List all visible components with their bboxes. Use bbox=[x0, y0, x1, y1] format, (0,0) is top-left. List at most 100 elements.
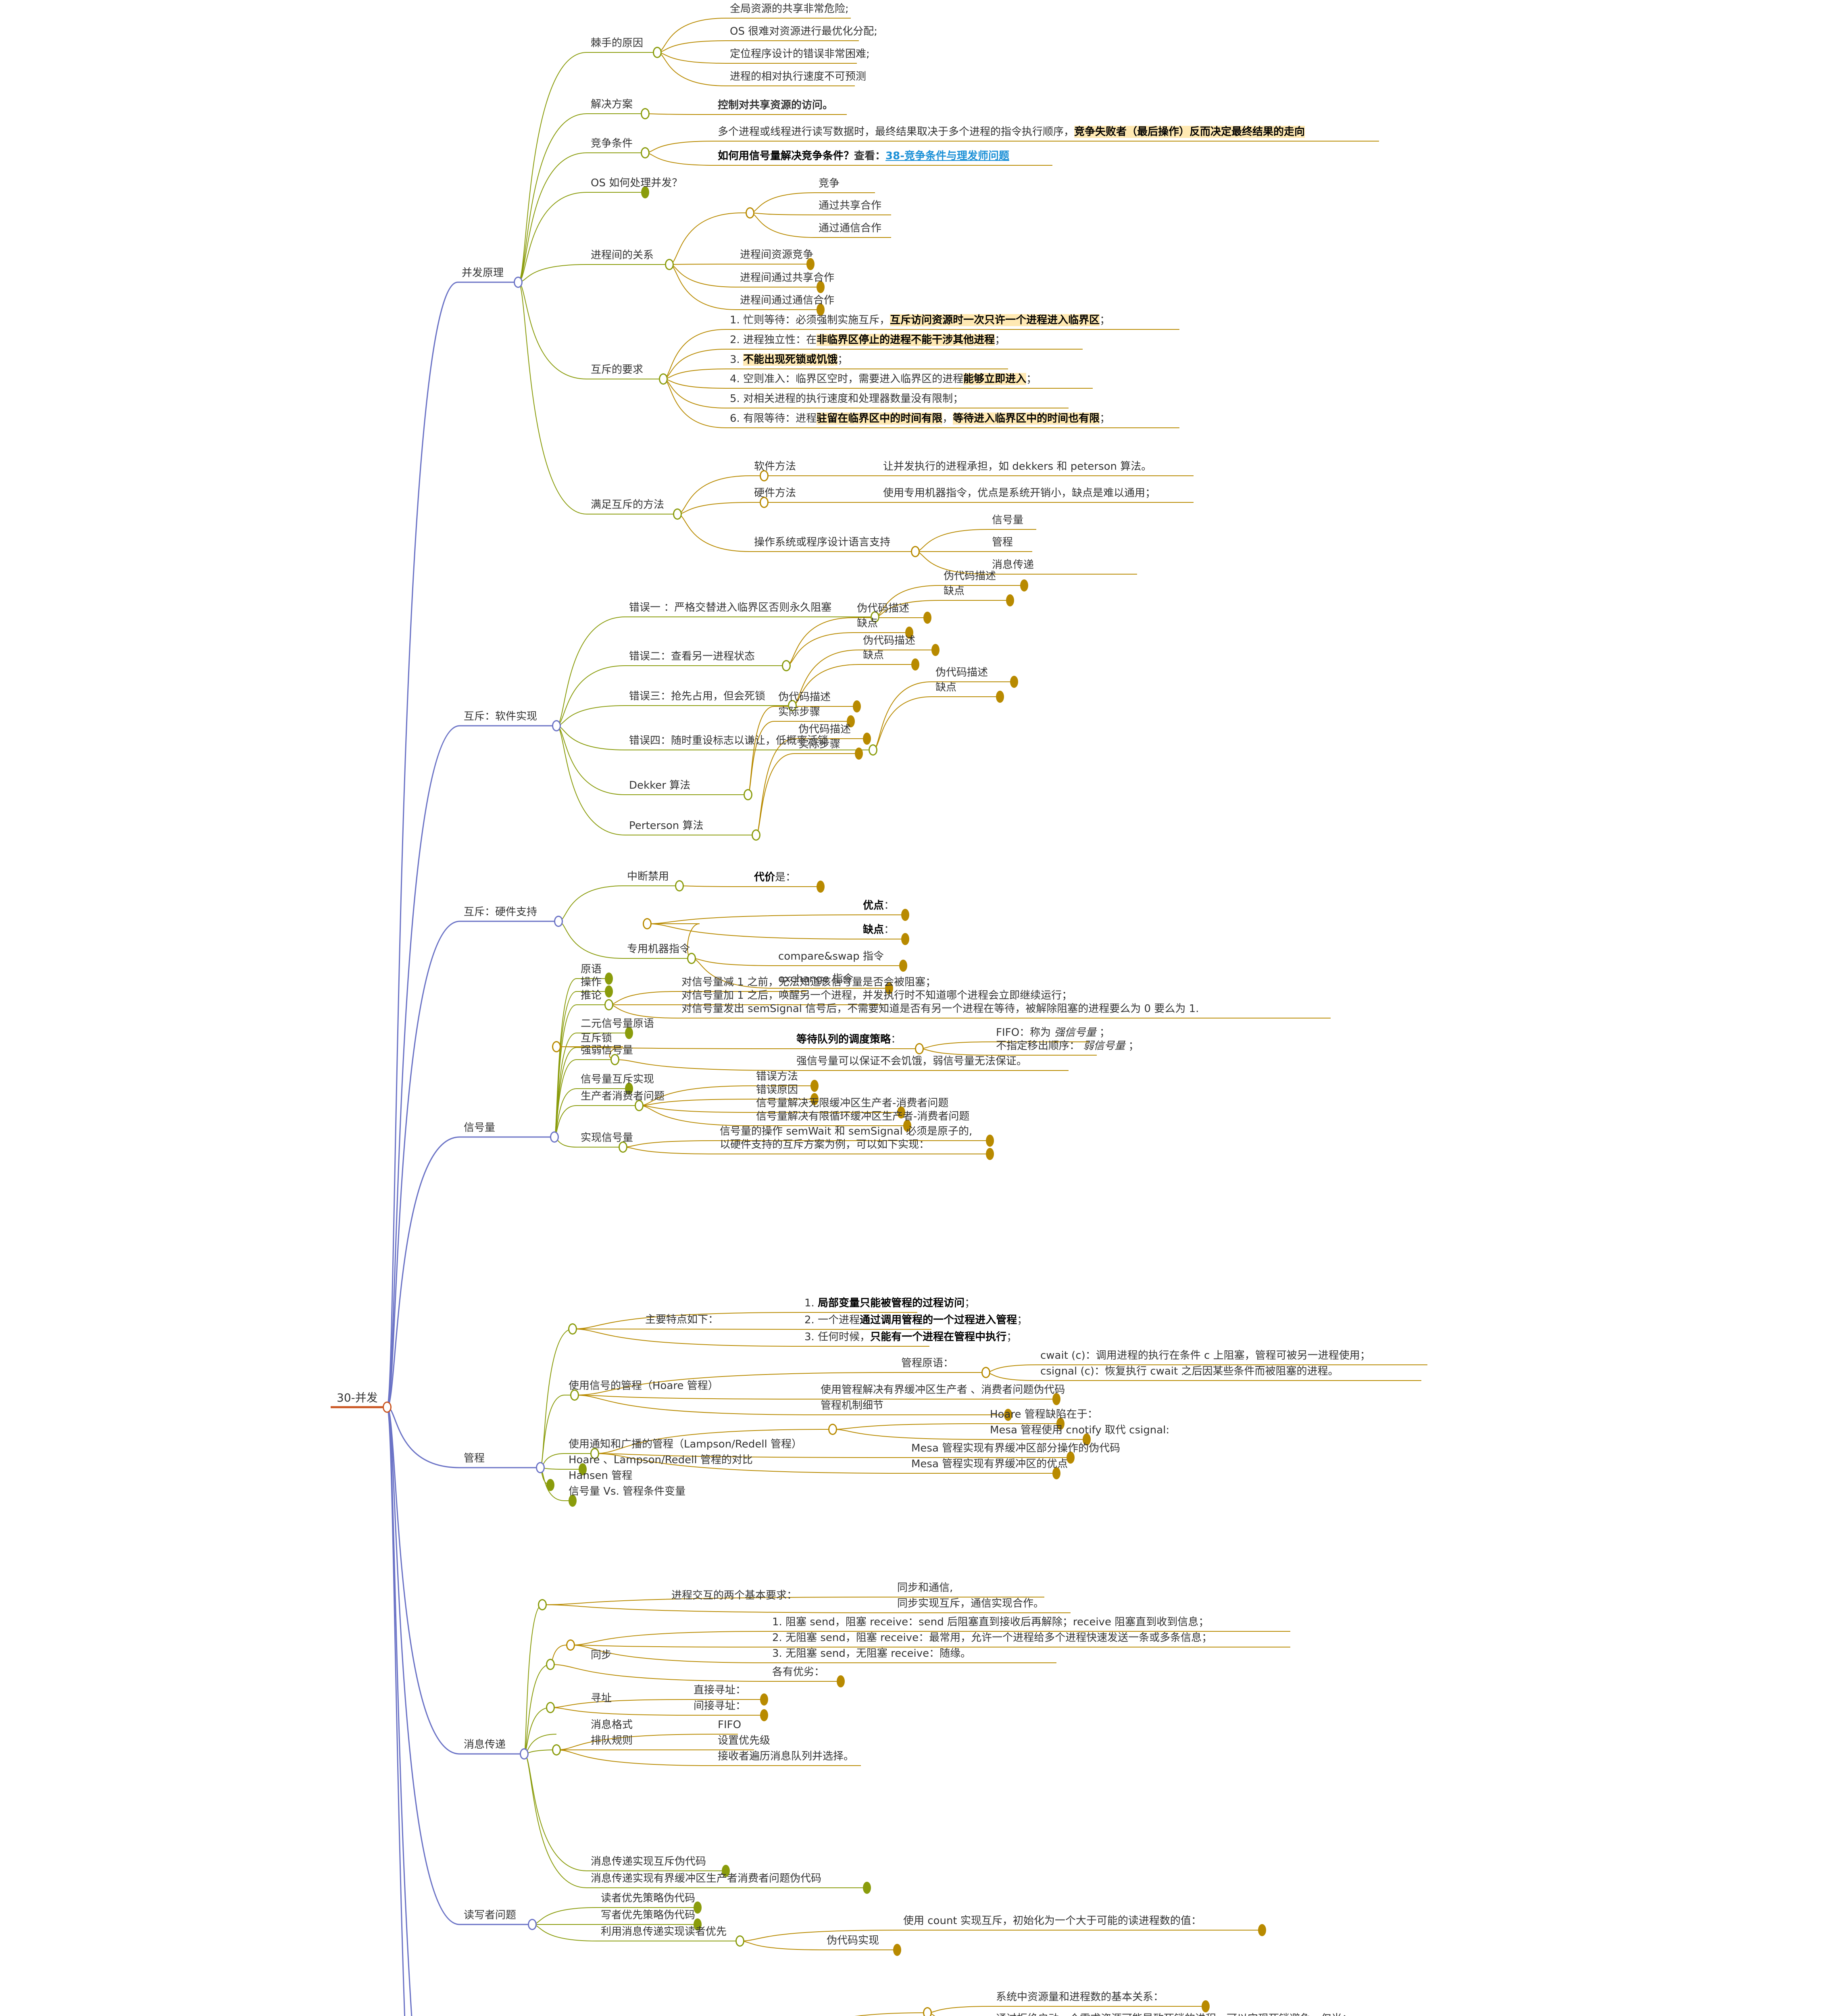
collapse-toggle-n1g[interactable] bbox=[673, 508, 682, 520]
topic-n7c[interactable]: 利用消息传递实现读者优先 bbox=[601, 1925, 727, 1941]
topic-n4f1b[interactable]: 不指定移出顺序： 弱信号量 ； bbox=[996, 1039, 1139, 1055]
leaf-dot-n2c2[interactable] bbox=[911, 658, 919, 671]
topic-n5c3[interactable]: Mesa 管程实现有界缓冲区的优点 bbox=[911, 1457, 1068, 1473]
collapse-toggle-n1e[interactable] bbox=[665, 259, 674, 270]
topic-n7a[interactable]: 读者优先策略伪代码 bbox=[601, 1891, 695, 1908]
collapse-toggle-n6a[interactable] bbox=[538, 1599, 547, 1610]
topic-n5c[interactable]: 使用通知和广播的管程（Lampson/Redell 管程） bbox=[569, 1437, 802, 1454]
topic-n3a[interactable]: 中断禁用 bbox=[627, 870, 669, 886]
leaf-dot-n4h4[interactable] bbox=[903, 1120, 911, 1132]
topic-link[interactable]: 38-竞争条件与理发师问题 bbox=[885, 150, 1010, 162]
topic-n5c2[interactable]: Mesa 管程实现有界缓冲区部分操作的伪代码 bbox=[911, 1441, 1120, 1458]
topic-n5b2[interactable]: 使用管程解决有界缓冲区生产者 、消费者问题伪代码 bbox=[821, 1383, 1065, 1399]
topic-n6e2[interactable]: 设置优先级 bbox=[718, 1734, 770, 1750]
collapse-toggle-n3[interactable] bbox=[554, 916, 563, 927]
collapse-toggle-n6b[interactable] bbox=[546, 1659, 555, 1670]
topic-n5e[interactable]: Hansen 管程 bbox=[569, 1469, 632, 1485]
leaf-dot-n5c1b[interactable] bbox=[1083, 1433, 1091, 1445]
topic-n6e1[interactable]: FIFO bbox=[718, 1718, 741, 1734]
leaf-dot-n4g[interactable] bbox=[625, 1083, 633, 1095]
collapse-toggle-n4f1p[interactable] bbox=[552, 1041, 561, 1052]
topic-n2b2[interactable]: 缺点 bbox=[857, 616, 878, 633]
topic-n3b1a[interactable]: 优点： bbox=[863, 899, 894, 915]
topic-n6c2[interactable]: 间接寻址： bbox=[694, 1699, 746, 1715]
topic-n6a1[interactable]: 同步和通信, bbox=[897, 1581, 953, 1597]
collapse-toggle-n5[interactable] bbox=[536, 1462, 545, 1473]
topic-n4e[interactable]: 互斥锁 bbox=[581, 1031, 612, 1048]
leaf-dot-n6g[interactable] bbox=[863, 1882, 871, 1894]
collapse-toggle-n4h[interactable] bbox=[635, 1100, 644, 1111]
topic-n6b1a[interactable]: 1. 阻塞 send，阻塞 receive：send 后阻塞直到接收后再解除；r… bbox=[772, 1615, 1209, 1631]
topic-n2e1[interactable]: 伪代码描述 bbox=[778, 690, 831, 706]
topic-n6e[interactable]: 排队规则 bbox=[591, 1734, 633, 1750]
topic-n1g2a[interactable]: 使用专用机器指令，优点是系统开销小，缺点是难以通用； bbox=[883, 486, 1156, 502]
collapse-toggle-n2c[interactable] bbox=[788, 700, 797, 711]
topic-n4d[interactable]: 二元信号量原语 bbox=[581, 1017, 654, 1033]
leaf-dot-n4h3[interactable] bbox=[897, 1106, 905, 1118]
topic-n6g[interactable]: 消息传递实现有界缓冲区生产者消费者问题伪代码 bbox=[591, 1872, 821, 1888]
topic-n2a2[interactable]: 缺点 bbox=[944, 584, 965, 600]
leaf-dot-n6b2[interactable] bbox=[837, 1675, 845, 1687]
collapse-toggle-n6e[interactable] bbox=[552, 1744, 561, 1756]
collapse-toggle-n5a[interactable] bbox=[568, 1323, 577, 1335]
leaf-dot-n2e1[interactable] bbox=[853, 700, 861, 712]
collapse-toggle-n4[interactable] bbox=[550, 1131, 559, 1143]
leaf-dot-n2d2[interactable] bbox=[996, 691, 1004, 703]
topic-n4h[interactable]: 生产者消费者问题 bbox=[581, 1089, 665, 1106]
leaf-dot-n4d[interactable] bbox=[625, 1027, 633, 1039]
topic-n1e1a[interactable]: 竞争 bbox=[819, 177, 840, 193]
collapse-toggle-n1b[interactable] bbox=[641, 108, 650, 119]
leaf-dot-n2b1[interactable] bbox=[923, 612, 931, 624]
leaf-dot-n2e2[interactable] bbox=[847, 715, 855, 727]
leaf-dot-n4i1[interactable] bbox=[986, 1135, 994, 1147]
topic-n1f4[interactable]: 4. 空则准入：临界区空时，需要进入临界区的进程能够立即进入； bbox=[730, 372, 1037, 388]
topic-n1g1a[interactable]: 让并发执行的进程承担，如 dekkers 和 peterson 算法。 bbox=[883, 460, 1152, 476]
leaf-dot-n3b2[interactable] bbox=[899, 960, 907, 972]
topic-n2a[interactable]: 错误一 ：严格交替进入临界区否则永久阻塞 bbox=[629, 601, 831, 617]
topic-n1g3b[interactable]: 管程 bbox=[992, 535, 1013, 552]
topic-n2[interactable]: 互斥：软件实现 bbox=[464, 710, 537, 726]
topic-n5a3[interactable]: 3. 任何时候，只能有一个进程在管程中执行； bbox=[804, 1330, 1017, 1346]
topic-n1e[interactable]: 进程间的关系 bbox=[591, 248, 654, 264]
topic-n4f1[interactable]: 等待队列的调度策略： bbox=[796, 1033, 901, 1049]
topic-n1e1c[interactable]: 通过通信合作 bbox=[819, 221, 881, 237]
topic-n6c1[interactable]: 直接寻址： bbox=[694, 1683, 746, 1699]
topic-n4b[interactable]: 操作 bbox=[581, 975, 602, 991]
topic-n4g[interactable]: 信号量互斥实现 bbox=[581, 1073, 654, 1089]
topic-n3b3[interactable]: exchange 指令 bbox=[778, 972, 853, 988]
topic-n2e[interactable]: Dekker 算法 bbox=[629, 779, 690, 795]
leaf-dot-n5c1a[interactable] bbox=[1056, 1418, 1065, 1430]
topic-n1c1[interactable]: 多个进程或线程进行读写数据时，最终结果取决于多个进程的指令执行顺序，竞争失败者（… bbox=[718, 125, 1305, 141]
topic-n2f1[interactable]: 伪代码描述 bbox=[798, 723, 851, 739]
topic-n1e4[interactable]: 进程间通过通信合作 bbox=[740, 294, 834, 310]
collapse-toggle-n2[interactable] bbox=[552, 720, 561, 731]
topic-n2e2[interactable]: 实际步骤 bbox=[778, 705, 820, 721]
leaf-dot-n6f[interactable] bbox=[722, 1865, 730, 1877]
topic-n4h3[interactable]: 信号量解决无限缓冲区生产者-消费者问题 bbox=[756, 1096, 948, 1112]
leaf-dot-n2c1[interactable] bbox=[931, 644, 940, 656]
topic-n4h2[interactable]: 错误原因 bbox=[756, 1083, 798, 1099]
topic-n4c[interactable]: 推论 bbox=[581, 989, 602, 1005]
topic-n1e3[interactable]: 进程间通过共享合作 bbox=[740, 271, 834, 287]
topic-n2c[interactable]: 错误三：抢先占用，但会死锁 bbox=[629, 689, 765, 706]
leaf-dot-n5c2[interactable] bbox=[1067, 1452, 1075, 1464]
topic-n5c1a[interactable]: Hoare 管程缺陷在于： bbox=[990, 1408, 1098, 1424]
topic-n1e1b[interactable]: 通过共享合作 bbox=[819, 199, 881, 215]
leaf-dot-n1e2[interactable] bbox=[806, 258, 815, 270]
leaf-dot-n4a[interactable] bbox=[605, 973, 613, 985]
collapse-toggle-n5c1[interactable] bbox=[828, 1424, 837, 1435]
topic-n3a1[interactable]: 代价是： bbox=[754, 871, 796, 887]
topic-n5b1b[interactable]: csignal (c)：恢复执行 cwait 之后因某些条件而被阻塞的进程。 bbox=[1040, 1364, 1339, 1381]
collapse-toggle-n3a[interactable] bbox=[675, 880, 684, 891]
topic-n8c1b[interactable]: 通过拒绝启动一个需求资源可能导致死锁的进程，可以实现死锁避免，仅当： bbox=[996, 2012, 1352, 2016]
topic-n1g[interactable]: 满足互斥的方法 bbox=[591, 498, 664, 514]
topic-n1b[interactable]: 解决方案 bbox=[591, 98, 633, 114]
topic-n5b1a[interactable]: cwait (c)：调用进程的执行在条件 c 上阻塞，管程可被另一进程使用； bbox=[1040, 1349, 1371, 1365]
topic-n4c3[interactable]: 对信号量发出 semSignal 信号后，不需要知道是否有另一个进程在等待，被解… bbox=[681, 1002, 1199, 1018]
collapse-toggle-n6c[interactable] bbox=[546, 1702, 555, 1713]
topic-n3b[interactable]: 专用机器指令 bbox=[627, 942, 690, 958]
topic-n5c1b[interactable]: Mesa 管程使用 cnotify 取代 csignal: bbox=[990, 1423, 1169, 1439]
topic-n4i2[interactable]: 以硬件支持的互斥方案为例，可以如下实现： bbox=[720, 1138, 929, 1154]
leaf-dot-n1d[interactable] bbox=[641, 186, 649, 198]
collapse-toggle-n1a[interactable] bbox=[653, 47, 662, 58]
